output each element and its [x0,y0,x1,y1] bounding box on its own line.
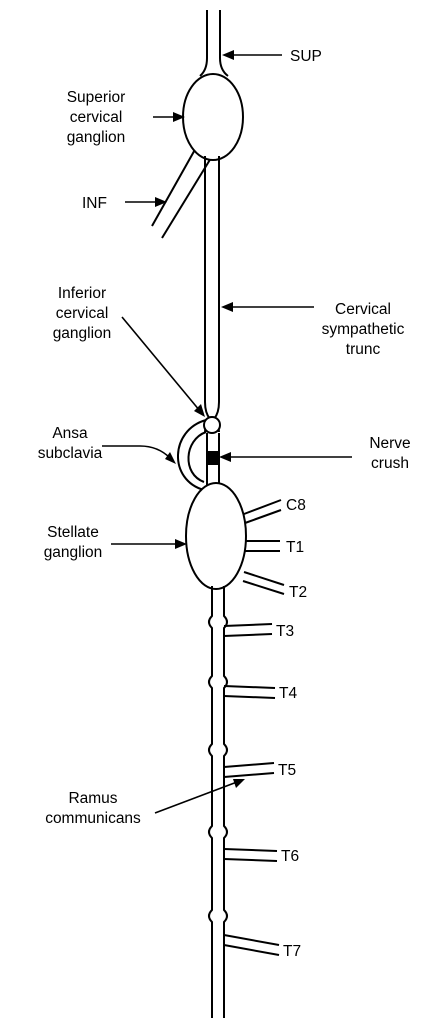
cervical-sympathetic-trunk-pointer [221,302,314,312]
superior-trunk [200,10,228,76]
root-label-c8: C8 [286,497,306,514]
svg-text:cervical: cervical [70,109,123,126]
nerve-crush-pointer [219,452,352,462]
thoracic-rami [224,624,279,955]
thoracic-chain [209,586,227,1018]
ramus-communicans-pointer [155,779,245,813]
svg-text:cervical: cervical [56,305,109,322]
svg-text:Ramus: Ramus [68,790,117,807]
inf-branch [152,146,211,238]
root-label-t6: T6 [281,848,299,865]
sup-label: SUP [290,48,322,65]
superior-cervical-ganglion [183,74,243,160]
svg-text:ganglion: ganglion [44,544,103,561]
root-labels: C8 T1 T2 T3 T4 T5 T6 T7 [276,497,307,960]
svg-text:Ansa: Ansa [52,425,88,442]
root-label-t5: T5 [278,762,296,779]
svg-text:Cervical: Cervical [335,301,391,318]
superior-cervical-ganglion-pointer [153,112,185,122]
inf-label: INF [82,195,107,212]
nerve-crush-label: Nerve crush [369,435,410,472]
svg-text:Inferior: Inferior [58,285,106,302]
svg-text:subclavia: subclavia [38,445,103,462]
stellate-ganglion [186,483,246,589]
stellate-ganglion-label: Stellate ganglion [44,524,103,561]
svg-text:sympathetic: sympathetic [322,321,405,338]
root-label-t3: T3 [276,623,294,640]
svg-text:Nerve: Nerve [369,435,410,452]
root-label-t2: T2 [289,584,307,601]
cervical-sympathetic-trunk [205,156,219,432]
ansa-subclavia-label: Ansa subclavia [38,425,103,462]
ansa-subclavia-loop [178,420,206,490]
cervical-sympathetic-trunk-label: Cervical sympathetic trunc [322,301,405,358]
svg-text:ganglion: ganglion [53,325,112,342]
svg-text:Stellate: Stellate [47,524,99,541]
root-label-t1: T1 [286,539,304,556]
ramus-communicans-label: Ramus communicans [45,790,141,827]
svg-text:trunc: trunc [346,341,381,358]
nerve-crush-mark [208,451,218,465]
inferior-cervical-ganglion-pointer [122,317,205,417]
ansa-subclavia-pointer [102,446,176,464]
svg-text:crush: crush [371,455,409,472]
inferior-cervical-ganglion [204,417,220,433]
svg-text:Superior: Superior [67,89,126,106]
sup-pointer [222,50,282,60]
stellate-rami [243,500,284,594]
stellate-ganglion-pointer [111,539,187,549]
svg-text:communicans: communicans [45,810,141,827]
inferior-cervical-ganglion-label: Inferior cervical ganglion [53,285,112,342]
root-label-t4: T4 [279,685,297,702]
inf-pointer [125,197,167,207]
superior-cervical-ganglion-label: Superior cervical ganglion [67,89,126,146]
svg-text:ganglion: ganglion [67,129,126,146]
root-label-t7: T7 [283,943,301,960]
